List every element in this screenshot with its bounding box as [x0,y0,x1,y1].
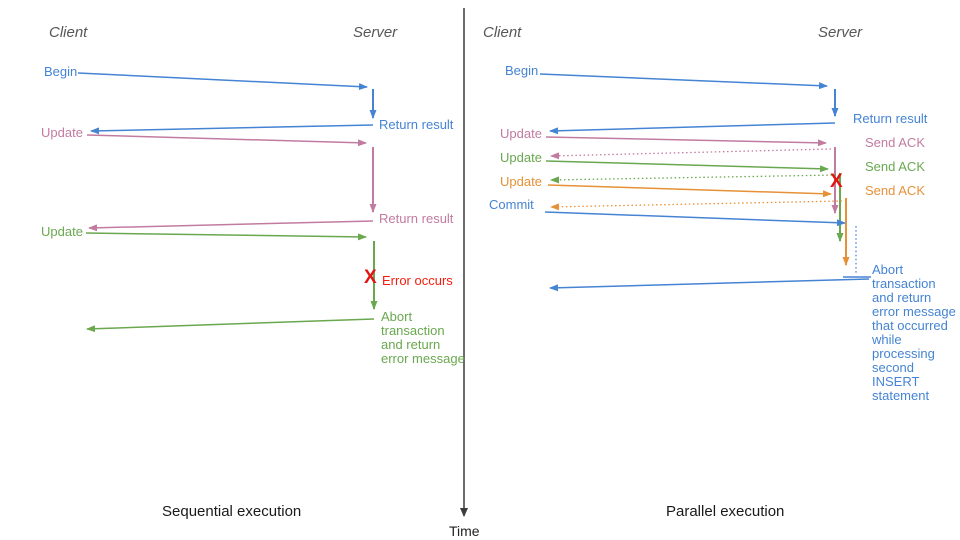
left-client-header: Client [49,24,88,41]
right-update-3-label: Update [500,174,542,189]
right-send-ack-1-label: Send ACK [865,135,925,150]
right-abort-transaction-label: Abort transaction and return error messa… [872,262,956,403]
right-begin-label: Begin [505,63,539,78]
right-error-x-icon: X [830,171,843,192]
right-return-result-label: Return result [853,111,928,126]
left-begin-label: Begin [44,64,78,79]
right-update-1-label: Update [500,126,542,141]
left-error-occurs-label: Error occurs [382,273,453,288]
left-abort-transaction-label: Abort transaction and return error messa… [381,309,465,366]
left-update-1-label: Update [41,125,83,140]
right-send-ack-2-label: Send ACK [865,159,925,174]
time-axis-label: Time [449,523,480,539]
right-server-header: Server [818,24,863,41]
right-commit-label: Commit [489,197,534,212]
left-sequential-flow [77,72,378,333]
right-panel-title: Parallel execution [666,503,785,520]
left-return-result-1-label: Return result [379,117,454,132]
right-parallel-flow [539,73,871,292]
right-update-2-label: Update [500,150,542,165]
left-panel-title: Sequential execution [162,503,302,520]
left-update-2-label: Update [41,224,83,239]
left-return-result-2-label: Return result [379,211,454,226]
left-server-header: Server [353,24,398,41]
right-client-header: Client [483,24,522,41]
right-send-ack-3-label: Send ACK [865,183,925,198]
left-error-x-icon: X [364,267,377,288]
